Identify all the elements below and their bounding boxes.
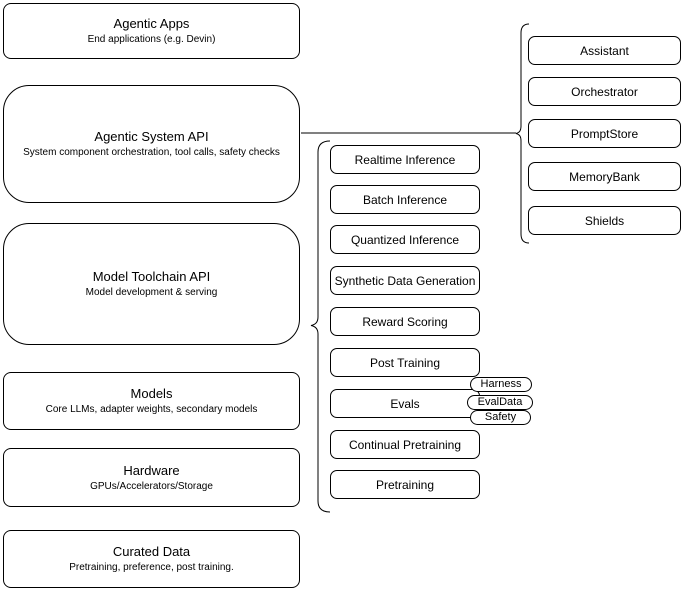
- node-model-toolchain-api: Model Toolchain API Model development & …: [3, 223, 300, 345]
- node-evals-tag-evaldata: EvalData: [467, 395, 533, 410]
- node-synthetic-data-generation: Synthetic Data Generation: [330, 266, 480, 295]
- node-label: Synthetic Data Generation: [334, 273, 476, 288]
- node-label: Assistant: [580, 43, 629, 58]
- node-label: Continual Pretraining: [348, 437, 462, 452]
- node-subtitle: GPUs/Accelerators/Storage: [90, 480, 213, 492]
- node-subtitle: End applications (e.g. Devin): [87, 34, 216, 45]
- node-label: Realtime Inference: [354, 152, 456, 167]
- node-label: Evals: [390, 396, 420, 411]
- node-curated-data: Curated Data Pretraining, preference, po…: [3, 530, 300, 588]
- node-subtitle: System component orchestration, tool cal…: [23, 147, 280, 158]
- node-promptstore: PromptStore: [528, 119, 681, 148]
- node-pretraining: Pretraining: [330, 470, 480, 499]
- node-hardware: Hardware GPUs/Accelerators/Storage: [3, 448, 300, 507]
- node-evals-tag-harness: Harness: [470, 377, 532, 392]
- node-realtime-inference: Realtime Inference: [330, 145, 480, 174]
- node-post-training: Post Training: [330, 348, 480, 377]
- node-label: PromptStore: [570, 126, 639, 141]
- node-title: Curated Data: [112, 544, 191, 559]
- node-title: Models: [130, 386, 173, 401]
- node-continual-pretraining: Continual Pretraining: [330, 430, 480, 459]
- node-label: Post Training: [369, 355, 441, 370]
- node-evals: Evals: [330, 389, 480, 418]
- node-reward-scoring: Reward Scoring: [330, 307, 480, 336]
- node-memorybank: MemoryBank: [528, 162, 681, 191]
- node-agentic-apps: Agentic Apps End applications (e.g. Devi…: [3, 3, 300, 59]
- node-label: Orchestrator: [571, 84, 638, 99]
- node-evals-tag-safety: Safety: [470, 410, 531, 425]
- node-title: Hardware: [123, 462, 180, 478]
- node-label: Batch Inference: [362, 192, 448, 207]
- toolchain-bracket: [310, 140, 331, 513]
- tag-label: Safety: [484, 411, 517, 423]
- node-title: Model Toolchain API: [92, 269, 211, 284]
- node-shields: Shields: [528, 206, 681, 235]
- tag-label: Harness: [480, 378, 522, 390]
- system-components-bracket: [515, 23, 530, 244]
- node-subtitle: Model development & serving: [85, 287, 218, 298]
- node-agentic-system-api: Agentic System API System component orch…: [3, 85, 300, 203]
- node-label: MemoryBank: [569, 169, 640, 184]
- node-subtitle: Pretraining, preference, post training.: [69, 562, 234, 573]
- node-models: Models Core LLMs, adapter weights, secon…: [3, 372, 300, 430]
- node-label: Reward Scoring: [362, 314, 448, 329]
- node-title: Agentic System API: [94, 129, 209, 144]
- node-label: Pretraining: [375, 477, 435, 492]
- tag-label: EvalData: [477, 396, 523, 408]
- node-label: Shields: [584, 213, 625, 228]
- node-quantized-inference: Quantized Inference: [330, 225, 480, 254]
- node-assistant: Assistant: [528, 36, 681, 65]
- node-subtitle: Core LLMs, adapter weights, secondary mo…: [45, 404, 258, 415]
- node-title: Agentic Apps: [113, 16, 190, 31]
- node-orchestrator: Orchestrator: [528, 77, 681, 106]
- node-batch-inference: Batch Inference: [330, 185, 480, 214]
- node-label: Quantized Inference: [350, 232, 460, 247]
